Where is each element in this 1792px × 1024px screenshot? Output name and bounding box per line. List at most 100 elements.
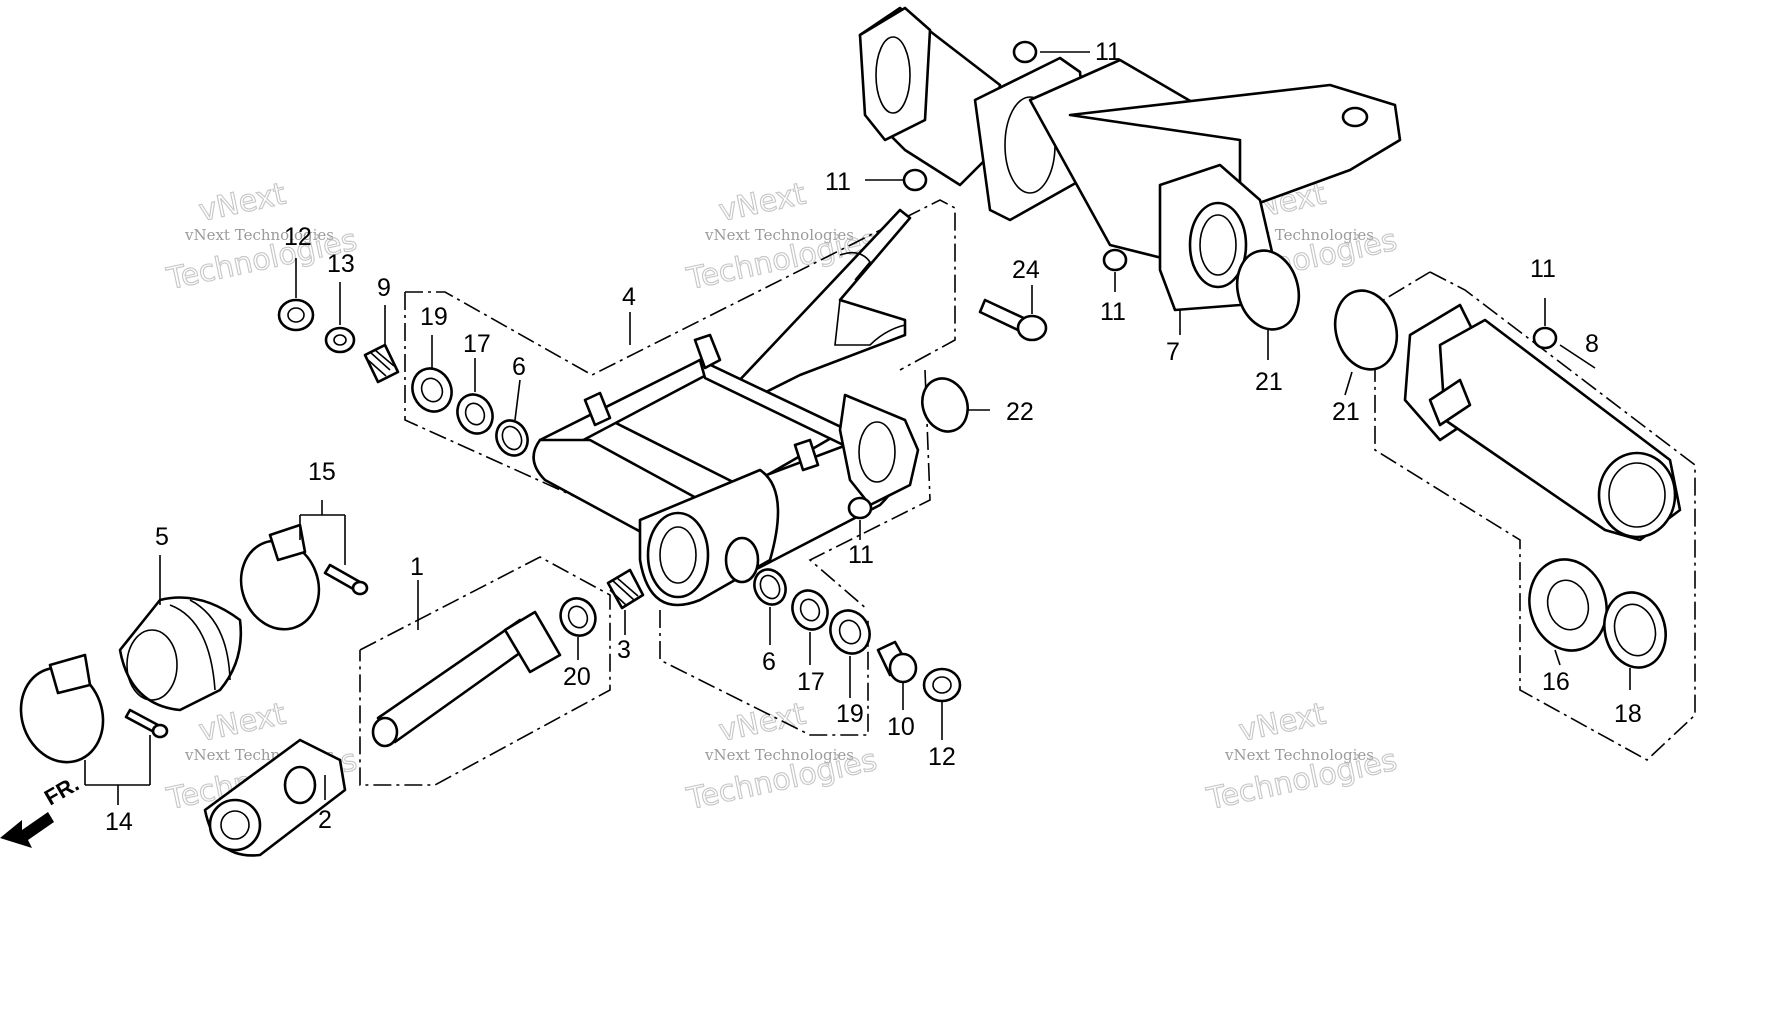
- nut-11-swingarm: [847, 496, 873, 520]
- final-drive-case: [1403, 303, 1682, 542]
- swingarm-flange: [838, 393, 920, 507]
- bracket-driveshaft: [359, 556, 611, 786]
- bearing-16: [1528, 558, 1608, 652]
- callout-3: 3: [617, 636, 631, 664]
- housing-gusset: [1068, 83, 1402, 212]
- o-ring-21-left: [1235, 249, 1301, 331]
- bracket-swingarm-bottom: [659, 610, 869, 736]
- swingarm-top-plate: [733, 208, 912, 397]
- bolt-9: [363, 343, 400, 384]
- bolt-10: [876, 640, 918, 684]
- callout-11-top: 11: [1095, 38, 1121, 66]
- drive-shaft-1: [371, 610, 562, 748]
- swingarm-clip-top: [693, 333, 722, 370]
- clamp-15: [239, 523, 321, 631]
- callout-16: 16: [1542, 668, 1570, 696]
- front-direction-arrow: FR.: [0, 771, 83, 848]
- universal-joint-2: [203, 738, 347, 857]
- boot-5: [118, 596, 243, 712]
- final-drive-housing: [858, 6, 1402, 312]
- callout-1: 1: [410, 553, 424, 581]
- nut-11-top: [1012, 40, 1038, 64]
- washer-13: [324, 326, 356, 354]
- callout-21-right: 21: [1332, 398, 1360, 426]
- callout-10: 10: [887, 713, 915, 741]
- watermark-top-left: vNext vNext Technologies Technologies: [163, 176, 361, 298]
- svg-text:vNext: vNext: [716, 176, 809, 229]
- callout-11-housing: 11: [1100, 298, 1126, 326]
- svg-text:vNext Technologies: vNext Technologies: [704, 746, 854, 764]
- svg-text:vNext Technologies: vNext Technologies: [704, 226, 854, 244]
- callout-11-mid: 11: [825, 168, 851, 196]
- swingarm-clip-right: [793, 438, 820, 472]
- callout-24: 24: [1012, 256, 1040, 284]
- callout-4: 4: [622, 283, 636, 311]
- callout-8: 8: [1585, 330, 1599, 358]
- callout-13: 13: [327, 250, 355, 278]
- swingarm-clip-left: [583, 391, 612, 427]
- housing-left-flange: [858, 6, 932, 142]
- nut-11-case: [1532, 326, 1558, 350]
- callout-12-upper: 12: [284, 223, 312, 251]
- swingarm-pivot-bore: [646, 511, 710, 599]
- bracket-swingarm-right: [808, 369, 931, 611]
- bolt-14: [124, 708, 169, 739]
- callout-19-lower: 19: [836, 700, 864, 728]
- callout-17-lower: 17: [797, 668, 825, 696]
- bracket-swingarm-left: [405, 199, 956, 376]
- seal-18: [1603, 591, 1667, 669]
- small-parts: [19, 40, 1667, 857]
- seal-20: [559, 597, 597, 637]
- svg-text:vNext: vNext: [716, 696, 809, 749]
- svg-text:FR.: FR.: [40, 771, 83, 810]
- callout-15: 15: [308, 458, 336, 486]
- callout-21-left: 21: [1255, 368, 1283, 396]
- assembly-brackets: [359, 199, 1696, 786]
- leader-lines: [84, 51, 1631, 805]
- callout-9: 9: [377, 274, 391, 302]
- svg-text:vNext: vNext: [1236, 696, 1329, 749]
- o-ring-21-right: [1333, 289, 1399, 371]
- callout-14: 14: [105, 808, 133, 836]
- callout-17-upper: 17: [463, 330, 491, 358]
- callout-6-lower: 6: [762, 648, 776, 676]
- callout-20: 20: [563, 663, 591, 691]
- case-bore: [1597, 451, 1677, 539]
- callout-2: 2: [318, 806, 332, 834]
- bearing-19-lower: [829, 609, 871, 655]
- o-ring-22: [921, 377, 969, 433]
- nut-12-upper: [277, 298, 315, 332]
- callout-6-upper: 6: [512, 353, 526, 381]
- spring-3: [606, 568, 645, 610]
- callout-11-case: 11: [1530, 255, 1556, 283]
- callout-19-upper: 19: [420, 303, 448, 331]
- svg-text:vNext Technologies: vNext Technologies: [1224, 746, 1374, 764]
- callout-18: 18: [1614, 700, 1642, 728]
- svg-text:vNext: vNext: [196, 176, 289, 229]
- callout-labels: 12 13 9 19 17 6 4 24 22 11 11 11 11 11 7…: [105, 38, 1642, 836]
- callout-12-lower: 12: [928, 743, 956, 771]
- housing-mount-hole: [1341, 106, 1369, 128]
- seal-6-lower: [753, 568, 787, 606]
- watermark-top-center: vNext vNext Technologies Technologies: [683, 176, 881, 298]
- bolt-15: [323, 563, 369, 596]
- svg-text:vNext: vNext: [196, 696, 289, 749]
- callout-11-swingarm: 11: [848, 541, 874, 569]
- bracket-final-drive: [1374, 271, 1696, 761]
- bearing-17-lower: [791, 589, 829, 631]
- nut-11-housing: [1102, 248, 1128, 272]
- nut-12-lower: [922, 667, 962, 703]
- nut-11-mid: [902, 168, 928, 192]
- bearing-19-upper: [411, 367, 453, 413]
- watermark-bottom-right: vNext vNext Technologies Technologies: [1203, 696, 1401, 818]
- svg-text:vNext Technologies: vNext Technologies: [184, 226, 334, 244]
- seal-6-upper: [495, 419, 529, 457]
- callout-22: 22: [1006, 398, 1034, 426]
- clamp-14: [19, 653, 105, 764]
- callout-7: 7: [1166, 338, 1180, 366]
- swingarm-assembly: [532, 208, 920, 607]
- bearing-17-upper: [456, 393, 494, 435]
- bolt-24: [978, 298, 1048, 342]
- callout-5: 5: [155, 523, 169, 551]
